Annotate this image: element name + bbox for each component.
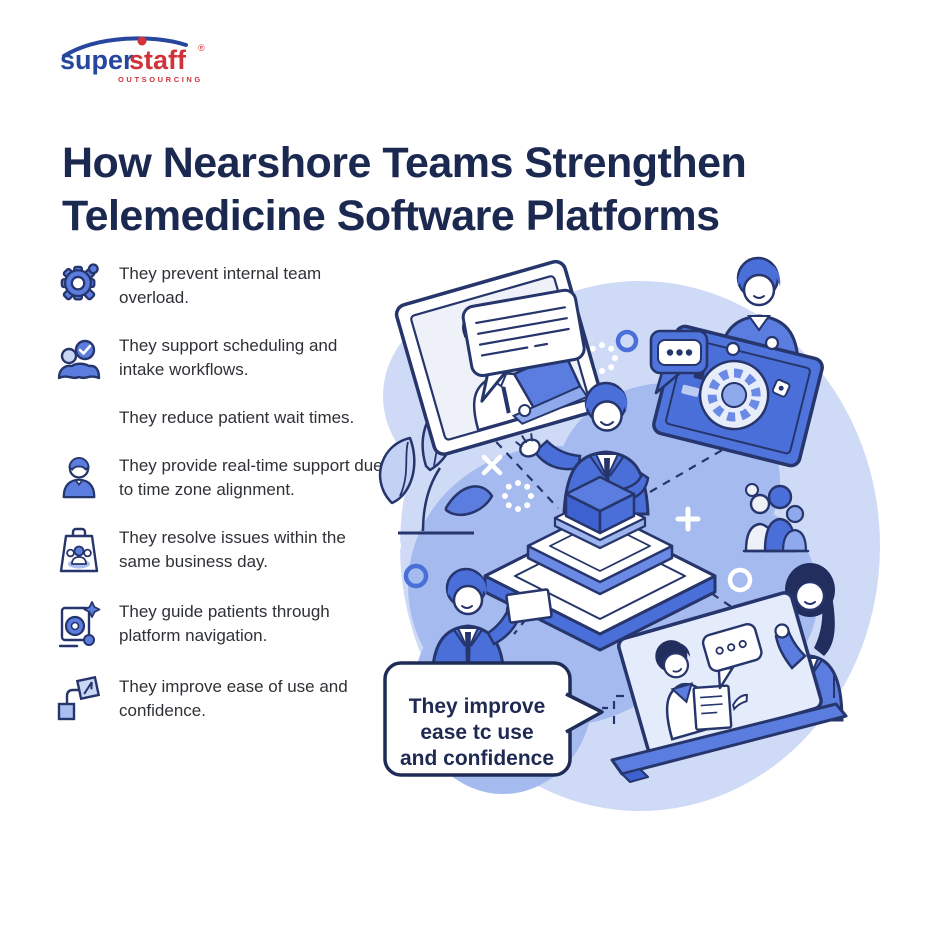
dot-ring — [502, 480, 534, 512]
list-item: They guide patients through platform nav… — [55, 598, 385, 650]
patient-group — [742, 483, 810, 553]
chat-bubble-three-dots — [649, 329, 709, 395]
man-holding-card — [430, 567, 553, 685]
white-ring — [379, 535, 401, 557]
page-title: How Nearshore Teams Strengthen Telemedic… — [62, 138, 747, 240]
logo-text-staff: staff — [129, 45, 187, 75]
person-icon — [55, 454, 103, 502]
shapes-icon — [55, 674, 103, 724]
laptop-screen — [617, 591, 823, 756]
telemedicine-illustration: They improve ease tc use and confidence — [368, 246, 883, 831]
quote-speech-bubble: They improve ease tc use and confidence — [383, 661, 604, 777]
benefit-text: They reduce patient wait times. — [119, 408, 355, 427]
scheduling-icon — [55, 334, 103, 382]
gear-icon — [55, 263, 103, 309]
navigation-icon — [55, 598, 103, 650]
laptop-video-chat — [610, 563, 848, 783]
isometric-platform — [483, 475, 717, 652]
superstaff-logo-art: super staff ® OUTSOURCING — [60, 36, 205, 84]
benefit-text: They guide patients through platform nav… — [119, 602, 330, 645]
list-item: They prevent internal team overload. — [55, 262, 385, 310]
logo-swoosh — [62, 36, 188, 58]
laptop-base — [610, 702, 848, 776]
list-item: They improve ease of use and confidence. — [55, 674, 385, 724]
benefits-list: They prevent internal team overload. The… — [55, 262, 385, 748]
logo-swoosh-dot — [137, 36, 147, 46]
white-plus — [675, 506, 701, 532]
logo-text-super: super — [60, 45, 134, 75]
tablet-man-hand — [764, 335, 780, 351]
logo-subtitle: OUTSOURCING — [118, 75, 203, 84]
bubble-text-line: They improve — [409, 695, 546, 718]
bag-people-icon — [55, 526, 103, 574]
list-item: They resolve issues within the same busi… — [55, 526, 385, 574]
logo-registered-mark: ® — [198, 43, 205, 53]
list-item: They support scheduling and intake workf… — [55, 334, 385, 382]
list-item: They reduce patient wait times. — [55, 406, 385, 430]
tablet-man-hand — [725, 341, 741, 357]
message-bubble-lines — [461, 288, 586, 403]
benefit-text: They resolve issues within the same busi… — [119, 528, 346, 571]
bubble-text-line: and confidence — [400, 747, 554, 770]
bubble-text-line: ease tc use — [420, 721, 533, 744]
blue-ring — [615, 329, 639, 353]
benefit-text: They support scheduling and intake workf… — [119, 336, 338, 379]
white-x-mark — [481, 454, 503, 476]
superstaff-logo: super staff ® OUTSOURCING — [56, 36, 216, 88]
illustration-art: They improve ease tc use and confidence — [378, 256, 880, 811]
benefit-text: They provide real-time support due to ti… — [119, 456, 383, 499]
list-item: They provide real-time support due to ti… — [55, 454, 385, 502]
blue-ring — [403, 563, 429, 589]
white-ring — [727, 567, 753, 593]
benefit-text: They improve ease of use and confidence. — [119, 677, 348, 720]
benefit-text: They prevent internal team overload. — [119, 264, 322, 307]
